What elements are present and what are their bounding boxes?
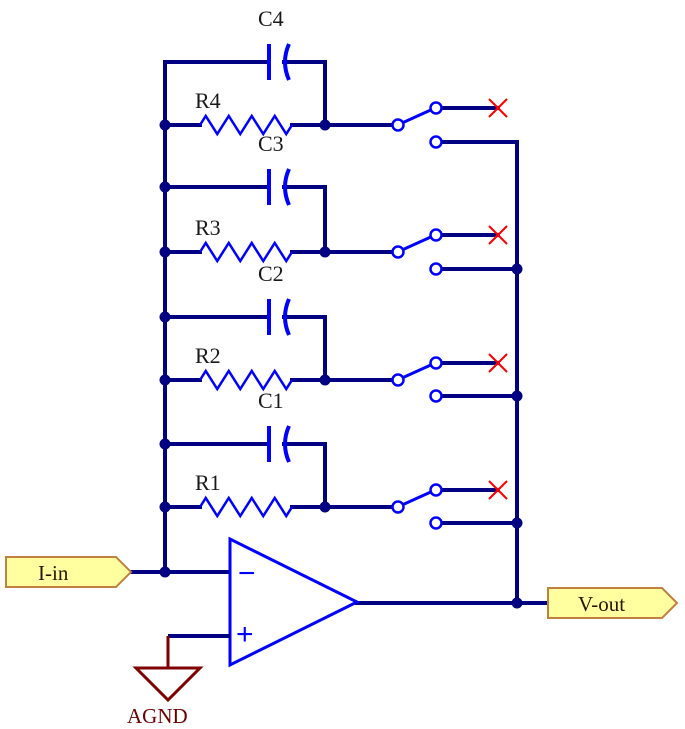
junction-dot (319, 501, 331, 513)
switch-blade (401, 234, 434, 252)
ground-label: AGND (127, 704, 188, 728)
capacitor-label: C1 (258, 388, 284, 413)
capacitor-label: C4 (258, 6, 284, 31)
switch-pivot-contact (391, 373, 405, 387)
resistor-label: R1 (195, 470, 221, 495)
junction-dot (319, 119, 331, 131)
capacitor-plate-curved (283, 43, 291, 81)
switch-pivot-contact (391, 118, 405, 132)
output-port: V-out (547, 587, 679, 619)
switch-contact-open (429, 228, 443, 242)
resistor-label: R4 (195, 88, 221, 113)
resistor-zigzag (198, 368, 294, 392)
capacitor-label: C3 (258, 131, 284, 156)
switch-contact-closed (429, 135, 443, 149)
no-connect-x (488, 353, 508, 373)
no-connect-x (488, 480, 508, 500)
switch-contact-closed (429, 516, 443, 530)
junction-dot (319, 246, 331, 258)
input-port: I-in (5, 556, 133, 588)
switch-contact-open (429, 483, 443, 497)
junction-dot (159, 311, 171, 323)
junction-dot (511, 597, 523, 609)
switch-blade (401, 362, 434, 380)
no-connect-x (488, 225, 508, 245)
op-amp-inverting-symbol: − (238, 557, 256, 590)
resistor-zigzag (198, 495, 294, 519)
switch-contact-open (429, 356, 443, 370)
resistor-zigzag (198, 113, 294, 137)
switch-blade (401, 107, 434, 125)
capacitor-plate-curved (283, 425, 291, 463)
junction-dot (511, 390, 523, 402)
junctions (159, 119, 523, 609)
junction-dot (159, 566, 171, 578)
resistor-label: R3 (195, 215, 221, 240)
input-port-flag (5, 556, 133, 588)
capacitor-plate-curved (283, 168, 291, 206)
junction-dot (159, 501, 171, 513)
ground-symbol: AGND (127, 634, 230, 728)
output-port-label: V-out (578, 592, 625, 616)
junction-dot (159, 438, 171, 450)
switch-pivot-contact (391, 500, 405, 514)
resistor-zigzag (198, 240, 294, 264)
op-amp-body (228, 536, 361, 668)
capacitor-plate-curved (283, 298, 291, 336)
switch-contact-open (429, 101, 443, 115)
wires (129, 60, 550, 605)
junction-dot (511, 517, 523, 529)
resistor-label: R2 (195, 343, 221, 368)
switch-contact-closed (429, 262, 443, 276)
junction-dot (159, 181, 171, 193)
junction-dot (511, 263, 523, 275)
junction-dot (159, 374, 171, 386)
no-connect-x (488, 98, 508, 118)
ground-icon (132, 666, 204, 703)
junction-dot (319, 374, 331, 386)
junction-dot (159, 119, 171, 131)
switch-blade (401, 489, 434, 507)
switch-pivot-contact (391, 245, 405, 259)
input-port-label: I-in (38, 561, 69, 585)
op-amp: − + (228, 536, 361, 668)
capacitor-label: C2 (258, 261, 284, 286)
junction-dot (159, 246, 171, 258)
no-connect-markers (488, 98, 508, 500)
output-port-flag (547, 587, 679, 619)
op-amp-noninverting-symbol: + (236, 618, 254, 651)
components (198, 43, 443, 530)
switch-contact-closed (429, 389, 443, 403)
